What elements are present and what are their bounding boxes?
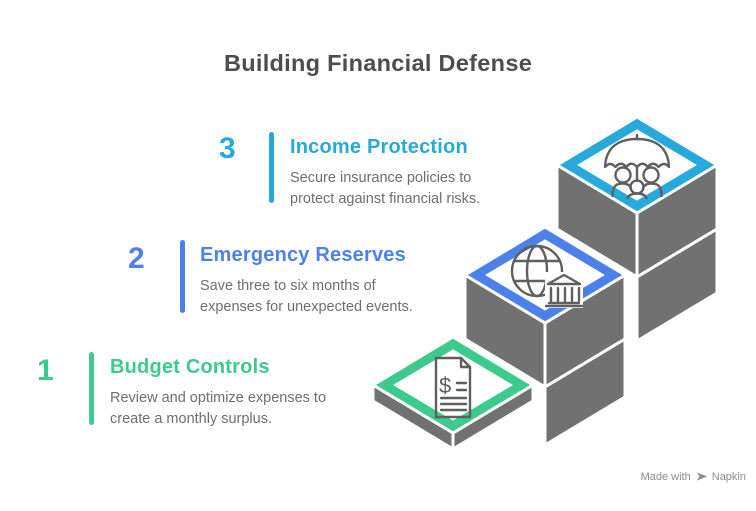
page-title: Building Financial Defense — [223, 50, 533, 76]
step3-platform-face — [577, 129, 697, 201]
step2-right-wall-lower — [543, 337, 627, 447]
dollar-document-icon: $ — [434, 356, 472, 419]
watermark: Made with Napkin — [641, 470, 746, 483]
step3-text-block: Income Protection Secure insurance polic… — [290, 135, 480, 210]
step2-description-line: Save three to six months of — [200, 278, 376, 294]
step2-text-block: Emergency Reserves Save three to six mon… — [200, 243, 413, 318]
step1-description-line: Review and optimize expenses to — [110, 390, 327, 406]
watermark-prefix: Made with — [640, 470, 691, 483]
staircase-graphic: $ — [371, 115, 719, 451]
step1-platform-face — [393, 349, 513, 421]
step1-description-line: create a monthly surplus. — [110, 411, 272, 428]
step2-title: Emergency Reserves — [200, 244, 406, 266]
step3-right-wall-lower — [635, 227, 719, 343]
step2-accent-bar — [180, 240, 185, 313]
napkin-logo-icon — [696, 472, 707, 481]
step3-description: Secure insurance policies to protect aga… — [290, 168, 480, 210]
step3-description-line: protect against financial risks. — [290, 191, 481, 208]
step1-text-block: Budget Controls Review and optimize expe… — [110, 355, 326, 430]
step1-description: Review and optimize expenses to create a… — [110, 388, 326, 430]
watermark-brand: Napkin — [711, 470, 746, 483]
globe-bank-icon — [510, 244, 584, 308]
umbrella-family-icon — [603, 133, 671, 200]
step3-number: 3 — [219, 132, 236, 165]
staircase-step-3 — [555, 115, 719, 343]
step3-accent-bar — [269, 132, 274, 203]
step2-description: Save three to six months of expenses for… — [200, 276, 413, 318]
step1-accent-bar — [89, 352, 94, 425]
step2-number: 2 — [128, 242, 145, 275]
step3-title: Income Protection — [290, 136, 468, 158]
dollar-glyph: $ — [439, 373, 451, 398]
step2-description-line: expenses for unexpected events. — [200, 299, 413, 316]
staircase-step-1: $ — [371, 335, 535, 451]
step3-description-line: Secure insurance policies to — [290, 170, 472, 186]
staircase-step-2 — [463, 225, 627, 447]
step1-number: 1 — [37, 354, 54, 387]
step1-title: Budget Controls — [110, 356, 270, 378]
